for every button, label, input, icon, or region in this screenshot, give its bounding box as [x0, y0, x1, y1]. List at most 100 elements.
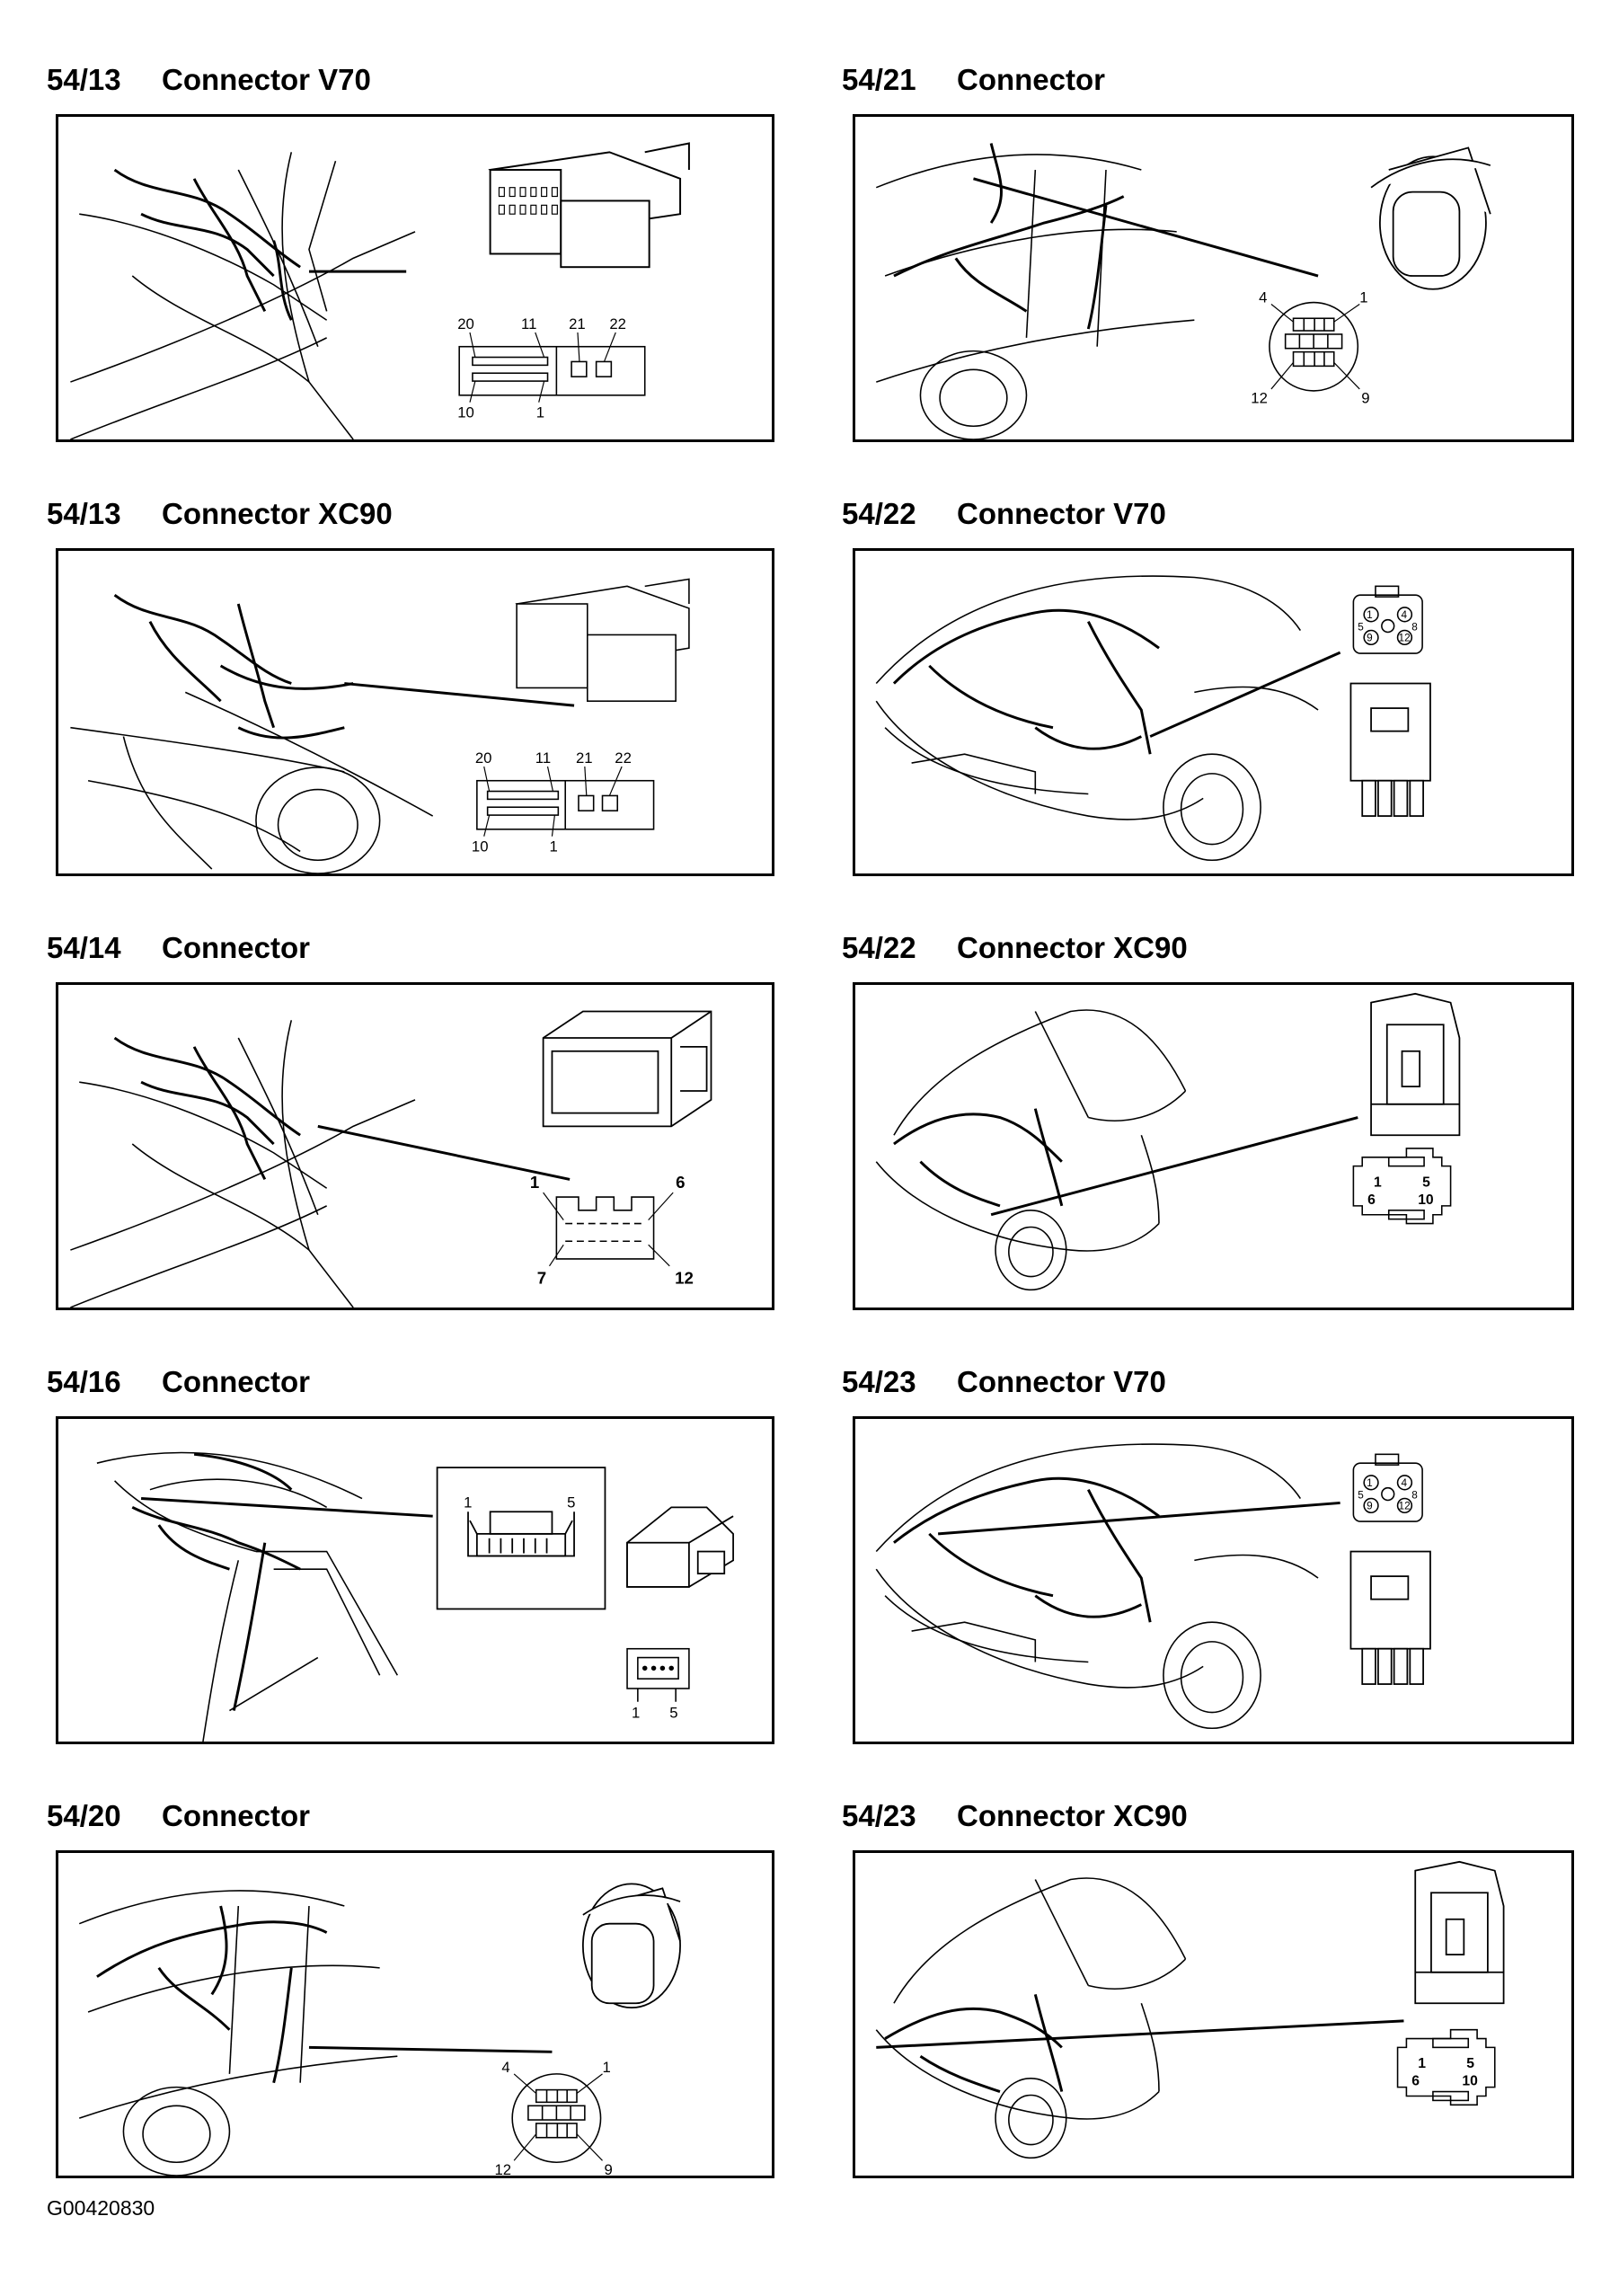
connector-diagram: 20 11 21 22 10 1 [70, 142, 690, 439]
pin-label: 22 [615, 749, 632, 767]
pin-label: 12 [675, 1268, 694, 1287]
panel-code: 54/16 [47, 1365, 121, 1398]
connector-pin-grid [498, 187, 558, 215]
panel-title: Connector [957, 63, 1105, 96]
panel-code: 54/22 [842, 931, 916, 964]
diagram-frame: 1 5 1 5 [56, 1416, 774, 1744]
connector-housing-drawing [1349, 1550, 1431, 1685]
panel-code: 54/21 [842, 63, 916, 96]
pin-label: 9 [604, 2161, 612, 2176]
diagram-frame: 1 4 5 8 9 12 [853, 548, 1574, 876]
pin-leaders [513, 2073, 603, 2161]
leader-line [317, 1124, 571, 1181]
panel-code: 54/13 [47, 497, 121, 530]
vehicle-illustration [70, 691, 434, 873]
panel-code: 54/14 [47, 931, 121, 964]
connector-housing-drawing [626, 1506, 734, 1588]
connector-face-view [1352, 1453, 1423, 1522]
pin-label: 5 [1358, 1489, 1364, 1502]
panel-code: 54/23 [842, 1799, 916, 1832]
connector-housing-drawing [1414, 1860, 1505, 2005]
pin-label: 4 [1402, 608, 1408, 621]
panel-title: Connector V70 [957, 1365, 1166, 1398]
pin-label: 1 [632, 1704, 640, 1721]
pin-label: 1 [530, 1173, 539, 1192]
diagram-frame: 1 4 5 8 9 12 [853, 1416, 1574, 1744]
pin-label: 20 [475, 749, 492, 767]
pin-label: 10 [1462, 2074, 1478, 2089]
panel-title: Connector [162, 1365, 310, 1398]
connector-face-view [555, 1196, 655, 1260]
connector-face-view [1352, 1148, 1452, 1225]
pin-label: 6 [676, 1173, 685, 1192]
wiring-harness [893, 1108, 1064, 1208]
wiring-harness [113, 593, 354, 740]
vehicle-illustration [70, 152, 416, 439]
wiring-harness [884, 1994, 1064, 2093]
pin-label: 21 [569, 315, 586, 332]
pin-label: 9 [1367, 1499, 1373, 1511]
panel-code: 54/20 [47, 1799, 121, 1832]
connector-diagram: 1 6 7 12 [70, 1010, 712, 1308]
pin-label: 10 [472, 838, 489, 855]
pin-label: 20 [457, 315, 474, 332]
pin-leaders [469, 332, 616, 403]
wiring-harness [893, 1476, 1160, 1623]
panel-header: 54/14 Connector [47, 931, 310, 965]
connector-housing-drawing [542, 1010, 712, 1128]
wiring-harness [131, 1452, 301, 1711]
diagram-frame: 20 11 21 22 10 1 [56, 114, 774, 442]
pin-label: 5 [669, 1704, 677, 1721]
connector-diagram: 1 5 6 10 [875, 992, 1461, 1291]
wiring-harness [893, 143, 1125, 330]
pin-label: 10 [457, 403, 474, 421]
pin-leaders [483, 766, 623, 837]
connector-housing-drawing [1349, 682, 1431, 817]
connector-diagram: 4 1 12 9 [78, 1883, 681, 2176]
connector-housing-drawing [488, 142, 690, 269]
pin-leaders [1270, 304, 1360, 390]
connector-diagram: 1 5 6 10 [875, 1860, 1505, 2159]
vehicle-illustration [96, 1451, 399, 1742]
connector-face-view [458, 345, 646, 396]
pin-label: 5 [567, 1494, 575, 1511]
pin-label: 1 [1367, 1476, 1373, 1489]
diagram-frame: 1 5 6 10 [853, 1850, 1574, 2178]
pin-label: 9 [1367, 631, 1373, 643]
panel-title: Connector V70 [162, 63, 371, 96]
pin-label: 1 [1418, 2056, 1426, 2071]
pin-label: 9 [1361, 390, 1369, 407]
pin-label: 1 [1359, 289, 1367, 306]
panel-title: Connector [162, 931, 310, 964]
pin-label: 12 [1399, 631, 1411, 643]
leader-line [990, 1116, 1358, 1217]
pin-label: 5 [1422, 1175, 1430, 1190]
pin-label: 11 [535, 749, 551, 767]
pin-label: 6 [1411, 2074, 1420, 2089]
pin-label: 10 [1418, 1192, 1434, 1208]
vehicle-illustration [875, 1009, 1187, 1291]
pin-label: 4 [1259, 289, 1267, 306]
connector-face-view [476, 779, 655, 830]
connector-face-view [1352, 585, 1423, 654]
vehicle-illustration [875, 575, 1319, 862]
pin-label: 12 [495, 2161, 512, 2176]
connector-housing-drawing [581, 1883, 681, 2009]
diagram-frame: 4 1 12 9 [56, 1850, 774, 2178]
pin-label: 1 [536, 403, 544, 421]
pin-label: 21 [576, 749, 593, 767]
connector-diagram: 1 4 5 8 9 12 [875, 575, 1431, 862]
vehicle-illustration [875, 1877, 1187, 2159]
leader-line [141, 1497, 433, 1518]
wiring-harness [113, 168, 301, 321]
panel-header: 54/21 Connector [842, 63, 1105, 97]
pin-label: 1 [550, 838, 558, 855]
pin-label: 5 [1358, 621, 1364, 634]
diagram-frame: 4 1 12 9 [853, 114, 1574, 442]
leader-line [344, 682, 575, 707]
pin-leaders [543, 1192, 674, 1267]
